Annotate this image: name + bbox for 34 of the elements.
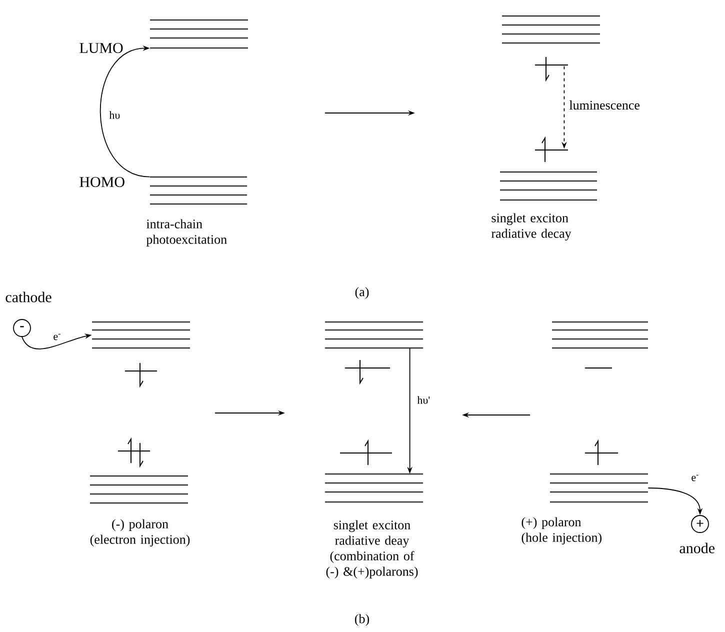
energy-band — [552, 321, 648, 349]
state-caption: (-) polaron (electron injection) — [90, 519, 190, 546]
energy-band — [325, 321, 423, 349]
edge-label: e$^{-}$ — [692, 474, 698, 482]
level-label: anode — [680, 542, 714, 554]
panel-label: (b) — [355, 614, 370, 626]
energy-band — [325, 473, 423, 503]
panel-label: (a) — [355, 287, 369, 299]
level-label: cathode — [6, 292, 52, 302]
energy-level — [344, 360, 390, 385]
energy-band — [92, 321, 190, 349]
energy-level — [340, 439, 392, 466]
energy-band — [150, 176, 247, 205]
energy-band — [550, 473, 648, 503]
energy-level — [124, 362, 158, 388]
edge-label: hυ — [109, 111, 120, 119]
state-caption: intra-chain photoexcitation — [146, 219, 227, 246]
energy-level — [534, 56, 568, 82]
energy-band — [150, 19, 248, 49]
level-label: LUMO — [80, 42, 123, 54]
energy-band — [500, 171, 597, 201]
edge-label: luminescence — [569, 100, 640, 110]
edge-label: hυ' — [417, 396, 430, 404]
energy-level — [534, 136, 568, 162]
level-label: HOMO — [80, 176, 124, 188]
state-caption: (+) polaron (hole injection) — [522, 517, 602, 544]
energy-level — [584, 439, 618, 466]
state-caption: singlet exciton radiative decay — [491, 213, 572, 241]
arrow — [100, 46, 150, 178]
state-caption: singlet exciton radiative deay (combination of (-) &(+)polarons) — [326, 520, 418, 578]
energy-band — [90, 475, 188, 504]
energy-level — [118, 437, 150, 468]
edge-label: e$^{-}$ — [54, 334, 60, 340]
energy-band — [502, 15, 600, 44]
